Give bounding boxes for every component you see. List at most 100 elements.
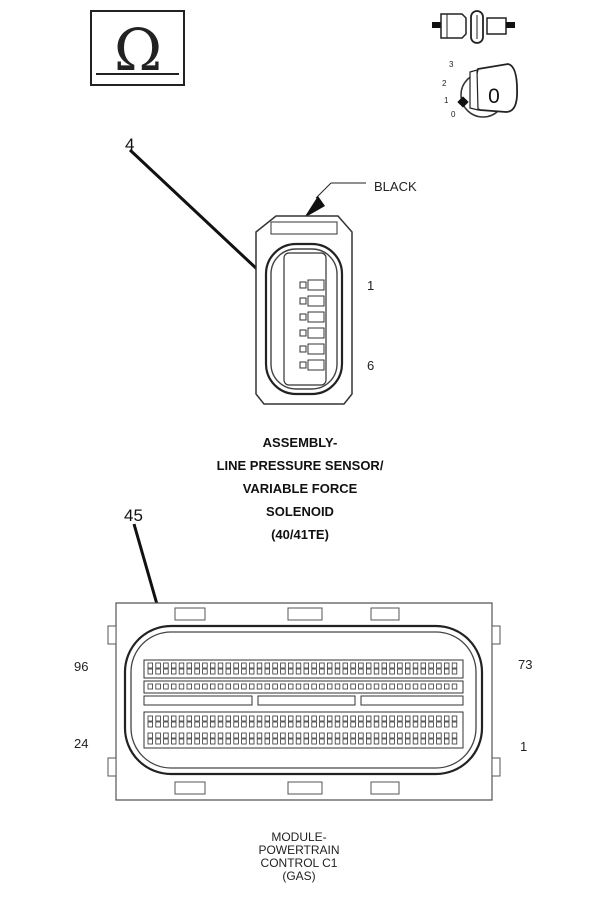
pin-cavity <box>163 721 169 728</box>
pin-cavity <box>186 721 192 728</box>
pin-cavity <box>334 715 341 722</box>
pin-cavity <box>311 683 317 690</box>
pin-cavity <box>436 668 442 675</box>
color-leader <box>304 182 366 218</box>
pin-cavity <box>272 668 278 675</box>
pin-cavity <box>178 668 185 675</box>
pin-cavity <box>272 738 278 745</box>
ignition-position-3: 3 <box>449 60 454 69</box>
pin-cavity <box>155 738 161 745</box>
pin-cavity <box>241 732 247 739</box>
pin-cavity <box>155 662 161 669</box>
pin-cavity <box>170 662 177 669</box>
pin-cavity <box>170 721 177 728</box>
pin-cavity <box>209 721 216 728</box>
pin-cavity <box>241 738 247 745</box>
pin-cavity <box>225 662 231 669</box>
pin-cavity <box>389 683 395 690</box>
pin-cavity <box>420 721 426 728</box>
pin-cavity <box>272 683 278 690</box>
pin-cavity <box>194 738 200 745</box>
pin-cavity <box>202 738 208 745</box>
pin-cavity <box>358 683 364 690</box>
pin-cavity <box>178 662 185 669</box>
pin-cavity <box>404 662 411 669</box>
pin-cavity <box>287 721 294 728</box>
pin-cavity <box>365 683 372 690</box>
pin-cavity <box>194 721 200 728</box>
pin-cavity <box>436 738 442 745</box>
pin-cavity <box>256 668 263 675</box>
pin-cavity <box>295 715 302 722</box>
ohm-symbol: Ω <box>114 16 162 84</box>
pin-cavity <box>272 721 278 728</box>
pin-cavity <box>381 732 387 739</box>
pin-cavity <box>326 715 333 722</box>
pin-cavity <box>225 683 231 690</box>
pin-cavity <box>342 662 348 669</box>
pin-cavity <box>202 732 208 739</box>
pin-cavity <box>170 683 177 690</box>
pin-cavity <box>326 668 333 675</box>
pin-cavity <box>147 721 153 728</box>
pin-cavity <box>428 668 434 675</box>
pin-cavity <box>217 662 224 669</box>
pin-cavity <box>326 683 333 690</box>
pin-cavity <box>287 715 294 722</box>
pin-cavity <box>186 715 192 722</box>
pin-cavity <box>319 683 325 690</box>
pin-cavity <box>350 732 356 739</box>
pcm-pin-96-label: 96 <box>74 659 88 674</box>
pin-cavity <box>334 683 341 690</box>
pin-cavity <box>194 662 200 669</box>
pin-cavity <box>194 715 200 722</box>
pin-cavity <box>451 721 458 728</box>
pin-cavity <box>373 668 380 675</box>
disconnect-icon <box>432 10 515 44</box>
pin-cavity <box>451 732 458 739</box>
pin-cavity <box>443 738 450 745</box>
pin-cavity <box>404 668 411 675</box>
pin-cavity <box>350 683 356 690</box>
sensor-connector <box>255 215 353 405</box>
pin-cavity <box>326 732 333 739</box>
pin-cavity <box>319 662 325 669</box>
pin-cavity <box>420 683 426 690</box>
pin-cavity <box>397 668 403 675</box>
pin-cavity <box>295 732 302 739</box>
pin-cavity <box>147 662 153 669</box>
pin-cavity <box>178 738 185 745</box>
pin-cavity <box>443 683 450 690</box>
pin-cavity <box>373 715 380 722</box>
pcm-pin-1-label: 1 <box>520 739 527 754</box>
pin-cavity <box>412 721 419 728</box>
sensor-pin-6-label: 6 <box>367 358 374 373</box>
pin-cavity <box>256 738 263 745</box>
pin-cavity <box>155 721 161 728</box>
pin-cavity <box>373 738 380 745</box>
pin-cavity <box>155 683 161 690</box>
pin-cavity <box>319 715 325 722</box>
pin-cavity <box>217 715 224 722</box>
pin-cavity <box>225 738 231 745</box>
pin-cavity <box>428 738 434 745</box>
pin-cavity <box>373 662 380 669</box>
pin-cavity <box>248 715 255 722</box>
pin-cavity <box>163 715 169 722</box>
pin-cavity <box>186 683 192 690</box>
pin-cavity <box>241 715 247 722</box>
pin-cavity <box>217 732 224 739</box>
pin-cavity <box>163 732 169 739</box>
callout-45-label: 45 <box>124 506 143 525</box>
pin-cavity <box>311 715 317 722</box>
pin-cavity <box>350 668 356 675</box>
pin-cavity <box>443 732 450 739</box>
pin-cavity <box>256 662 263 669</box>
pin-cavity <box>334 732 341 739</box>
pin-cavity <box>178 721 185 728</box>
pin-cavity <box>241 721 247 728</box>
pin-cavity <box>381 721 387 728</box>
pin-cavity <box>287 738 294 745</box>
pin-cavity <box>178 732 185 739</box>
pin-cavity <box>248 721 255 728</box>
